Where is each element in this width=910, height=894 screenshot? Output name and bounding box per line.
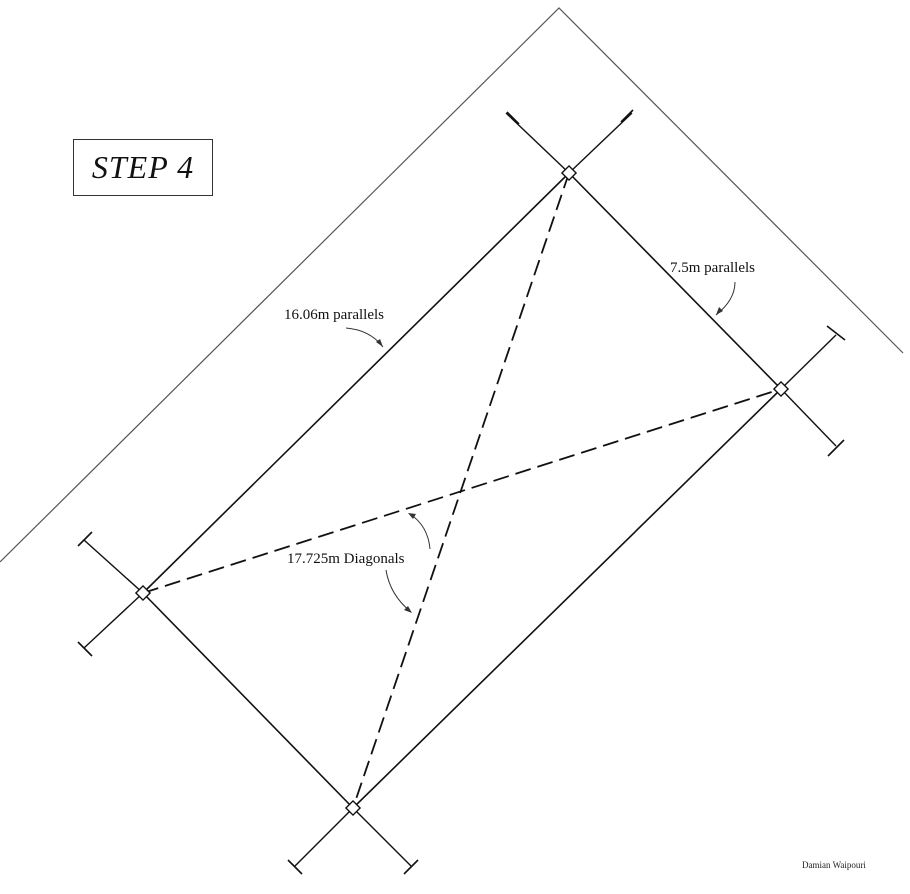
peg-marker-left xyxy=(134,584,152,602)
diagonal-arrow-down-head xyxy=(404,606,412,613)
profile-line-bottom-2 xyxy=(352,807,412,867)
diagonal-arrow-up xyxy=(409,513,431,550)
boundary-line xyxy=(0,7,904,563)
short-side-left xyxy=(142,592,354,809)
diagonal-2 xyxy=(142,388,782,594)
long-side-arrow xyxy=(345,327,384,348)
peg-marker-bottom xyxy=(344,799,362,817)
profile-line-left-2 xyxy=(83,592,144,649)
peg-marker-top xyxy=(560,164,578,182)
long-side-label: 16.06m parallels xyxy=(284,307,384,323)
profile-bar-left-top xyxy=(77,531,93,547)
profile-bar-top-right xyxy=(620,109,634,123)
short-side-right xyxy=(568,172,782,390)
profile-bar-top-left xyxy=(506,111,520,125)
profile-line-left xyxy=(83,539,144,594)
diagonal-arrow-up-head xyxy=(408,513,416,519)
short-side-label: 7.5m parallels xyxy=(670,260,755,276)
peg-marker-right xyxy=(772,380,790,398)
diagonal-arrow-down xyxy=(385,569,412,613)
profile-line-top-2 xyxy=(568,112,633,174)
profile-bar-bottom-left xyxy=(287,859,303,875)
author-credit: Damian Waipouri xyxy=(802,860,866,870)
profile-line-right xyxy=(780,388,837,447)
profile-bar-right-bottom xyxy=(827,439,845,457)
profile-line-top xyxy=(505,112,570,174)
profile-bar-right-top xyxy=(826,325,846,341)
step-title: STEP 4 xyxy=(91,149,195,185)
step-title-box: STEP 4 xyxy=(73,139,213,196)
long-side-top xyxy=(142,172,570,594)
profile-bar-bottom-right xyxy=(403,859,419,875)
long-side-arrow-head xyxy=(376,339,383,347)
profile-line-right-2 xyxy=(780,334,837,390)
diagonals-label: 17.725m Diagonals xyxy=(287,551,405,567)
profile-line-bottom xyxy=(294,807,354,867)
long-side-bottom xyxy=(352,388,782,809)
profile-bar-left-bottom xyxy=(77,641,93,657)
short-side-arrow-head xyxy=(716,307,723,315)
